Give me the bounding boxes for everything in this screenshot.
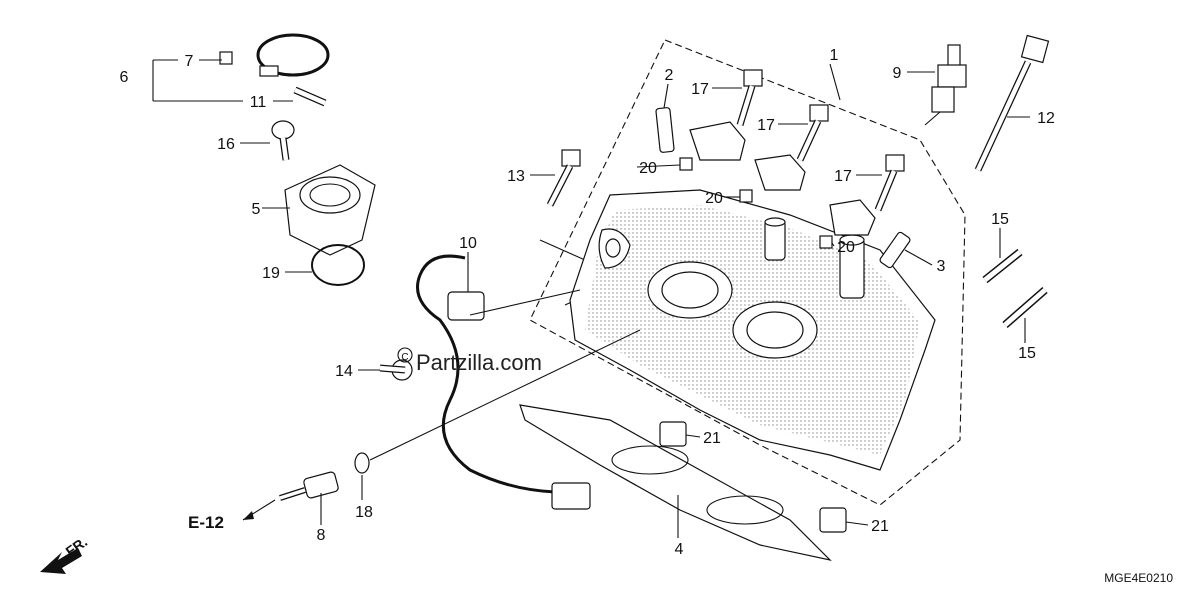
diagram-code: MGE4E0210 [1104, 571, 1173, 585]
callout-6: 6 [120, 69, 129, 86]
cylinder-head [569, 189, 936, 471]
callout-7: 7 [185, 53, 194, 70]
reference-label: E-12 [188, 513, 224, 532]
callout-20-a: 20 [639, 160, 657, 177]
callout-15-bottom: 15 [1018, 345, 1036, 362]
callout-21-a: 21 [703, 430, 721, 447]
callout-14: 14 [335, 363, 353, 380]
band-clamp [219, 33, 330, 107]
front-arrow-icon [40, 548, 82, 574]
callout-11: 11 [250, 94, 267, 111]
collars [659, 157, 847, 533]
callout-16: 16 [217, 136, 235, 153]
callout-19: 19 [262, 265, 280, 282]
long-bolt [974, 34, 1050, 172]
callout-18: 18 [355, 504, 373, 521]
callout-12: 12 [1037, 110, 1055, 127]
callout-15-top: 15 [991, 211, 1009, 228]
camshaft-holders [689, 121, 876, 236]
sensor-with-hose [379, 254, 591, 510]
cylinder-head-gasket [519, 404, 832, 562]
intake-insulator [284, 164, 376, 286]
callout-17-a: 17 [691, 81, 709, 98]
callout-17-b: 17 [757, 117, 775, 134]
callout-21-b: 21 [871, 518, 889, 535]
leader-lines [152, 59, 1030, 538]
dowel-pins [655, 107, 911, 269]
callout-10: 10 [459, 235, 477, 252]
temperature-sensor [279, 452, 370, 501]
callout-9: 9 [893, 65, 902, 82]
callout-17-c: 17 [834, 168, 852, 185]
front-direction-indicator: FR. [40, 533, 90, 574]
callout-20-b: 20 [705, 190, 723, 207]
watermark-text: Partzilla.com [416, 350, 542, 375]
callout-20-c: 20 [837, 239, 855, 256]
stud-bolts [982, 248, 1048, 329]
callout-8: 8 [317, 527, 326, 544]
callout-3: 3 [937, 258, 946, 275]
callout-labels: 1 2 3 4 5 6 7 8 9 10 11 12 13 14 15 15 1… [120, 47, 1055, 558]
callout-2: 2 [665, 67, 674, 84]
callout-1: 1 [830, 47, 839, 64]
screw [271, 120, 295, 161]
reference-marker: E-12 [188, 511, 254, 532]
callout-13: 13 [507, 168, 525, 185]
watermark: C Partzilla.com [397, 347, 542, 375]
svg-text:C: C [401, 352, 408, 363]
spark-plug [924, 44, 967, 126]
rocker-bolts [546, 69, 905, 212]
callout-4: 4 [675, 541, 684, 558]
callout-5: 5 [252, 201, 261, 218]
